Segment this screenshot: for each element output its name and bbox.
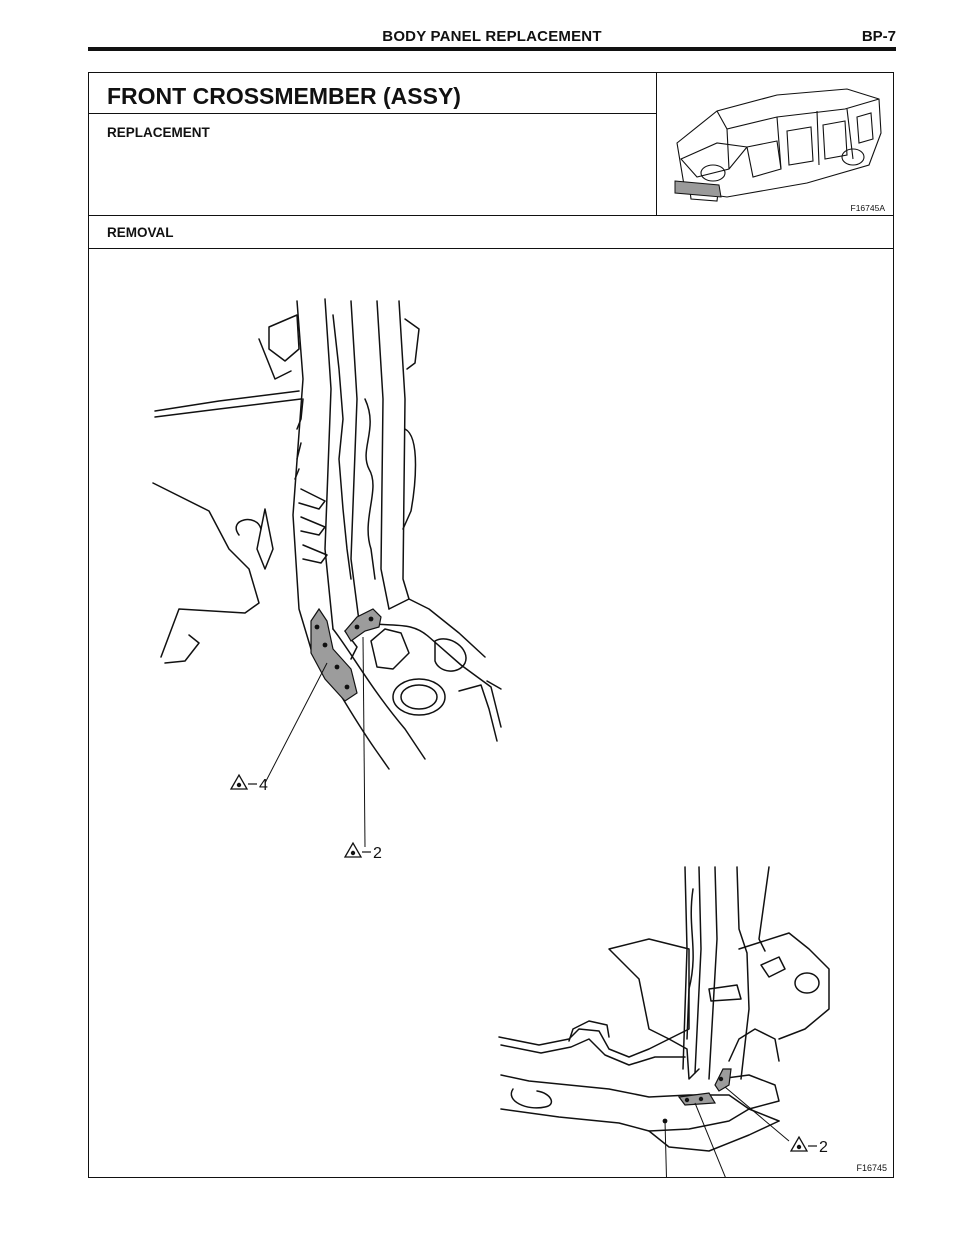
upper-leader-lines: [264, 636, 366, 848]
page-code: BP-7: [861, 28, 896, 45]
lower-weld-points: [662, 1076, 724, 1124]
callout-spot-weld-4: 4: [229, 773, 268, 794]
callout-count: 4: [259, 777, 268, 794]
lower-view-illustration: [498, 866, 830, 1152]
vehicle-body-thumbnail: [674, 88, 882, 202]
callout-spot-weld-2-upper: 2: [343, 841, 382, 862]
callout-spot-weld-2-lower: 2: [789, 1135, 828, 1156]
upper-view-illustration: [152, 298, 502, 770]
thumbnail-figure-id: F16745A: [850, 203, 886, 213]
spot-weld-icon: [789, 1135, 809, 1152]
callout-count: 2: [819, 1139, 828, 1156]
content-frame: FRONT CROSSMEMBER (ASSY) REPLACEMENT F16…: [88, 72, 894, 1211]
thumbnail-cell: F16745A: [657, 73, 893, 215]
upper-weld-points: [314, 616, 374, 690]
spot-weld-area: [714, 1068, 732, 1092]
spot-weld-icon: [343, 841, 363, 858]
lower-weld-patches: [677, 1068, 732, 1106]
removal-row: REMOVAL: [89, 215, 893, 249]
header-rule: [88, 47, 896, 51]
subsection-label: REPLACEMENT: [107, 125, 210, 140]
removal-figure-id: F16745: [856, 1163, 887, 1173]
title-cell: FRONT CROSSMEMBER (ASSY) REPLACEMENT: [89, 73, 657, 215]
removal-diagram: 4 2: [89, 249, 893, 1211]
removal-diagram-svg: 4 2: [152, 298, 830, 1211]
page-header: BODY PANEL REPLACEMENT BP-7: [88, 20, 896, 46]
header-title: BODY PANEL REPLACEMENT: [382, 28, 602, 45]
spot-weld-area: [310, 607, 358, 702]
spot-weld-icon: [229, 773, 249, 790]
title-row: FRONT CROSSMEMBER (ASSY): [89, 73, 656, 114]
spot-weld-area: [677, 1092, 717, 1106]
callout-count: 2: [373, 845, 382, 862]
removal-label: REMOVAL: [107, 225, 174, 240]
section-title: FRONT CROSSMEMBER (ASSY): [107, 83, 461, 109]
